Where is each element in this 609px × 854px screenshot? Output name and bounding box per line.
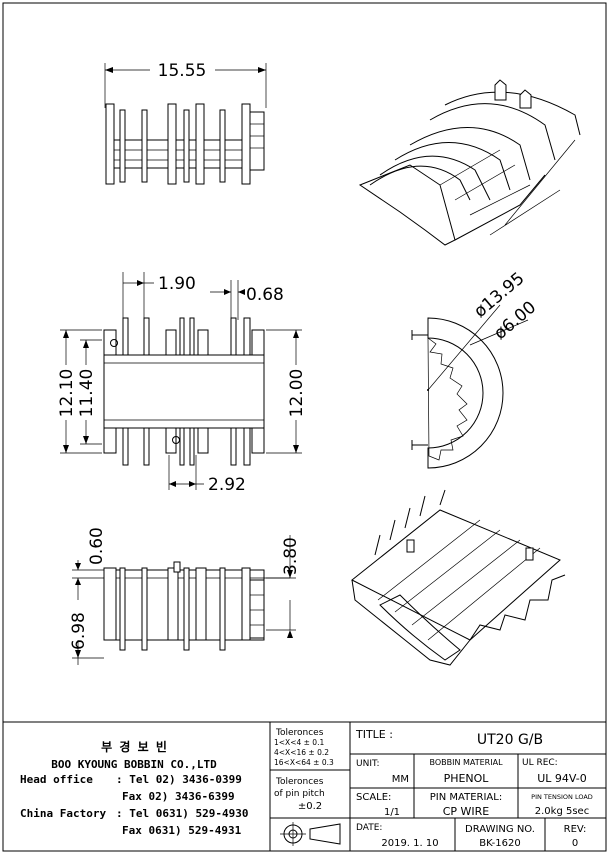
tolerance-line-2: 4<X<16 ± 0.2	[274, 748, 329, 757]
end-view: ø13.95 ø6.00	[411, 269, 540, 469]
pitch-heading-1: Toleronces	[275, 777, 324, 787]
dim-pin-width: 0.68	[246, 285, 284, 305]
pin-material-label: PIN MATERIAL:	[430, 792, 502, 803]
title-block	[3, 721, 606, 851]
dim-outer-height: 12.10	[57, 369, 77, 418]
factory-label: China Factory	[20, 807, 106, 820]
dim-height: 6.98	[69, 612, 89, 650]
factory-tel: : Tel 0631) 529-4930	[116, 807, 248, 820]
pin-tension-value: 2.0kg 5sec	[535, 806, 589, 817]
tolerances-heading: Toleronces	[275, 728, 324, 738]
front-view: 1.90 0.68	[57, 272, 307, 495]
pin-tension-label: PIN TENSION LOAD	[531, 793, 593, 801]
pitch-heading-2: of pin pitch	[274, 789, 325, 799]
dim-pin: 3.80	[281, 537, 301, 575]
title-label: TITLE :	[355, 728, 393, 741]
dim-flange: 0.60	[87, 527, 107, 565]
pitch-value: ±0.2	[298, 801, 322, 812]
dim-pin-spacing: 1.90	[158, 274, 196, 294]
scale-label: SCALE:	[356, 792, 391, 803]
bobbin-material-value: PHENOL	[444, 772, 490, 785]
company-block: 부 경 보 빈 BOO KYOUNG BOBBIN CO.,LTD Head o…	[20, 739, 248, 837]
scale-value: 1/1	[384, 807, 400, 818]
tolerance-line-3: 16<X<64 ± 0.3	[274, 758, 334, 767]
dim-width-top: 15.55	[158, 61, 207, 81]
head-office-tel: : Tel 02) 3436-0399	[116, 773, 242, 786]
rev-value: 0	[572, 838, 578, 849]
head-office-label: Head office	[20, 773, 93, 786]
side-view: 0.60 6.98 3.80	[69, 527, 301, 665]
company-name-english: BOO KYOUNG BOBBIN CO.,LTD	[51, 758, 217, 771]
title-value: UT20 G/B	[477, 732, 543, 748]
head-office-fax: Fax 02) 3436-6399	[122, 790, 235, 803]
isometric-view-top	[358, 79, 581, 246]
ul-value: UL 94V-0	[537, 772, 587, 785]
dim-pin-pitch: 2.92	[208, 475, 246, 495]
date-label: DATE:	[356, 823, 382, 833]
factory-fax: Fax 0631) 529-4931	[122, 824, 242, 837]
rev-label: REV:	[564, 824, 587, 835]
ul-label: UL REC:	[522, 758, 558, 768]
tolerance-block: Toleronces 1<X<4 ± 0.1 4<X<16 ± 0.2 16<X…	[274, 728, 334, 812]
company-name-korean: 부 경 보 빈	[101, 739, 167, 754]
drawing-no-value: BK-1620	[479, 838, 520, 849]
top-view: 15.55	[104, 61, 267, 185]
isometric-view-bottom	[351, 489, 566, 666]
drawing-no-label: DRAWING NO.	[465, 824, 535, 835]
tolerance-line-1: 1<X<4 ± 0.1	[274, 738, 324, 747]
dim-right-height: 12.00	[287, 369, 307, 418]
projection-symbol-icon	[280, 822, 341, 846]
unit-value: MM	[392, 774, 409, 785]
bobbin-material-label: BOBBIN MATERIAL	[429, 758, 503, 767]
pin-material-value: CP WIRE	[443, 805, 490, 818]
date-value: 2019. 1. 10	[381, 838, 438, 849]
unit-label: UNIT:	[356, 759, 380, 769]
dim-inner-height: 11.40	[77, 369, 97, 418]
